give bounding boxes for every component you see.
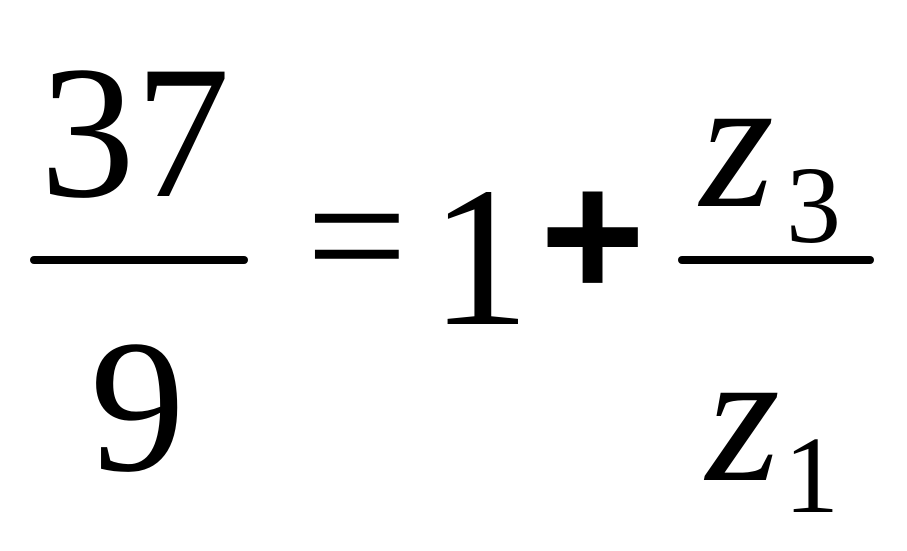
plus-sign: +: [540, 135, 646, 336]
rhs-numerator-variable: z: [700, 38, 774, 248]
lhs-numerator: 37: [40, 28, 230, 238]
lhs-denominator: 9: [90, 302, 185, 512]
rhs-denominator-subscript: 1: [784, 414, 839, 536]
rhs-term: 1: [430, 147, 530, 368]
rhs-denominator-variable: z: [706, 312, 780, 522]
equals-sign: =: [306, 136, 408, 335]
lhs-fraction-bar: [30, 256, 248, 264]
rhs-numerator-subscript: 3: [786, 144, 841, 266]
rhs-fraction-bar: [678, 256, 874, 264]
